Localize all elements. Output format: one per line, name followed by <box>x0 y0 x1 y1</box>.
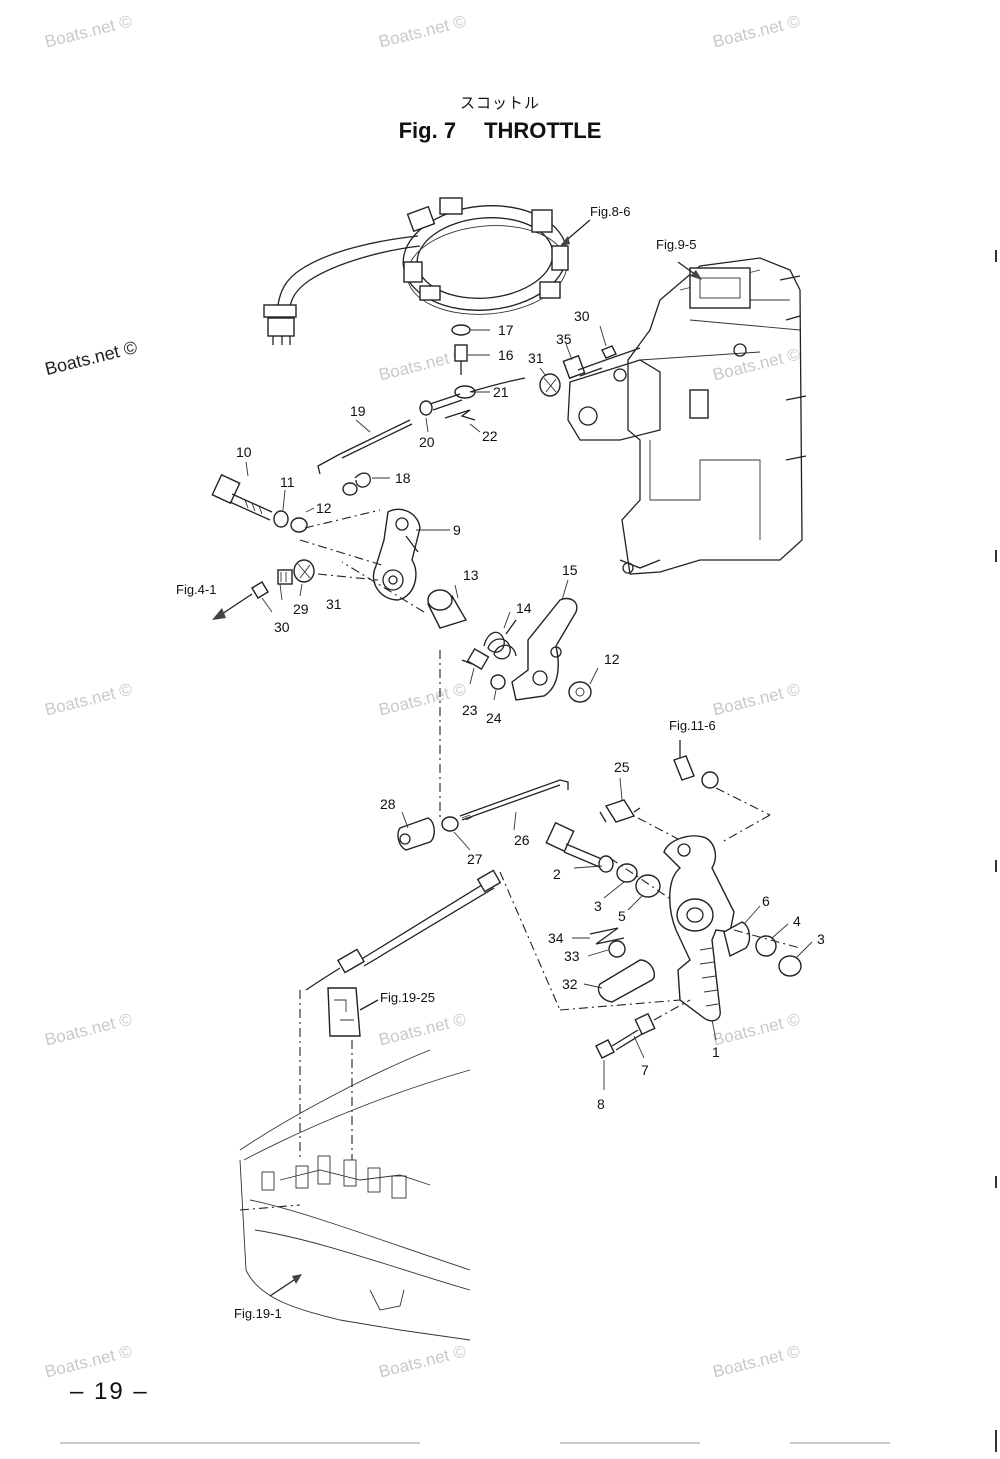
page-number: – 19 – <box>70 1378 149 1405</box>
throttle-arm-drawing <box>545 821 802 1059</box>
part-number: 2 <box>553 866 561 882</box>
leader-lines <box>245 325 813 1090</box>
part-number: 12 <box>316 500 332 516</box>
part-number: 31 <box>326 596 342 612</box>
part-number: 26 <box>514 832 530 848</box>
part-number: 29 <box>293 601 309 617</box>
ref-fig-19-1: Fig.19-1 <box>234 1306 282 1321</box>
part-number: 13 <box>463 567 479 583</box>
part-number: 24 <box>486 710 502 726</box>
carburetor-assembly-drawing <box>567 257 807 575</box>
ref-fig-19-25: Fig.19-25 <box>380 990 435 1005</box>
stator-ring-drawing <box>263 197 591 345</box>
part-number: 5 <box>618 908 626 924</box>
part-number: 22 <box>482 428 498 444</box>
part-number: 3 <box>817 931 825 947</box>
ref-fig-8-6: Fig.8-6 <box>590 204 631 219</box>
part-number: 19 <box>350 403 366 419</box>
part-number: 18 <box>395 470 411 486</box>
part-number: 6 <box>762 893 770 909</box>
part-number: 1 <box>712 1044 720 1060</box>
throttle-cable-drawing <box>239 869 681 1341</box>
ref-fig-4-1: Fig.4-1 <box>176 582 217 597</box>
ref-fig-11-6: Fig.11-6 <box>669 718 716 733</box>
figure-title: Fig. 7 THROTTLE <box>0 118 1000 144</box>
part-number: 33 <box>564 948 580 964</box>
part-number: 34 <box>548 930 564 946</box>
part-number: 32 <box>562 976 578 992</box>
part-number: 15 <box>562 562 578 578</box>
part-number: 27 <box>467 851 483 867</box>
part-number: 35 <box>556 331 572 347</box>
upper-linkage-drawing <box>211 324 641 820</box>
part-number: 28 <box>380 796 396 812</box>
part-number: 20 <box>419 434 435 450</box>
part-number: 21 <box>493 384 509 400</box>
ref-fig-9-5: Fig.9-5 <box>656 237 697 252</box>
part-number: 14 <box>516 600 532 616</box>
figure-number: Fig. 7 <box>398 118 457 143</box>
part-number: 8 <box>597 1096 605 1112</box>
part-number: 23 <box>462 702 478 718</box>
part-number: 30 <box>274 619 290 635</box>
part-number: 31 <box>528 350 544 366</box>
middle-linkage-drawing <box>397 740 771 851</box>
part-number: 16 <box>498 347 514 363</box>
part-number: 11 <box>280 474 295 490</box>
part-number: 10 <box>236 444 252 460</box>
part-number: 12 <box>604 651 620 667</box>
part-number: 7 <box>641 1062 649 1078</box>
part-number: 17 <box>498 322 514 338</box>
part-number: 4 <box>793 913 801 929</box>
part-number: 30 <box>574 308 590 324</box>
figure-name: THROTTLE <box>484 118 602 143</box>
part-number: 9 <box>453 522 461 538</box>
part-number: 25 <box>614 759 630 775</box>
title-japanese: スコットル <box>459 94 540 112</box>
part-number: 3 <box>594 898 602 914</box>
